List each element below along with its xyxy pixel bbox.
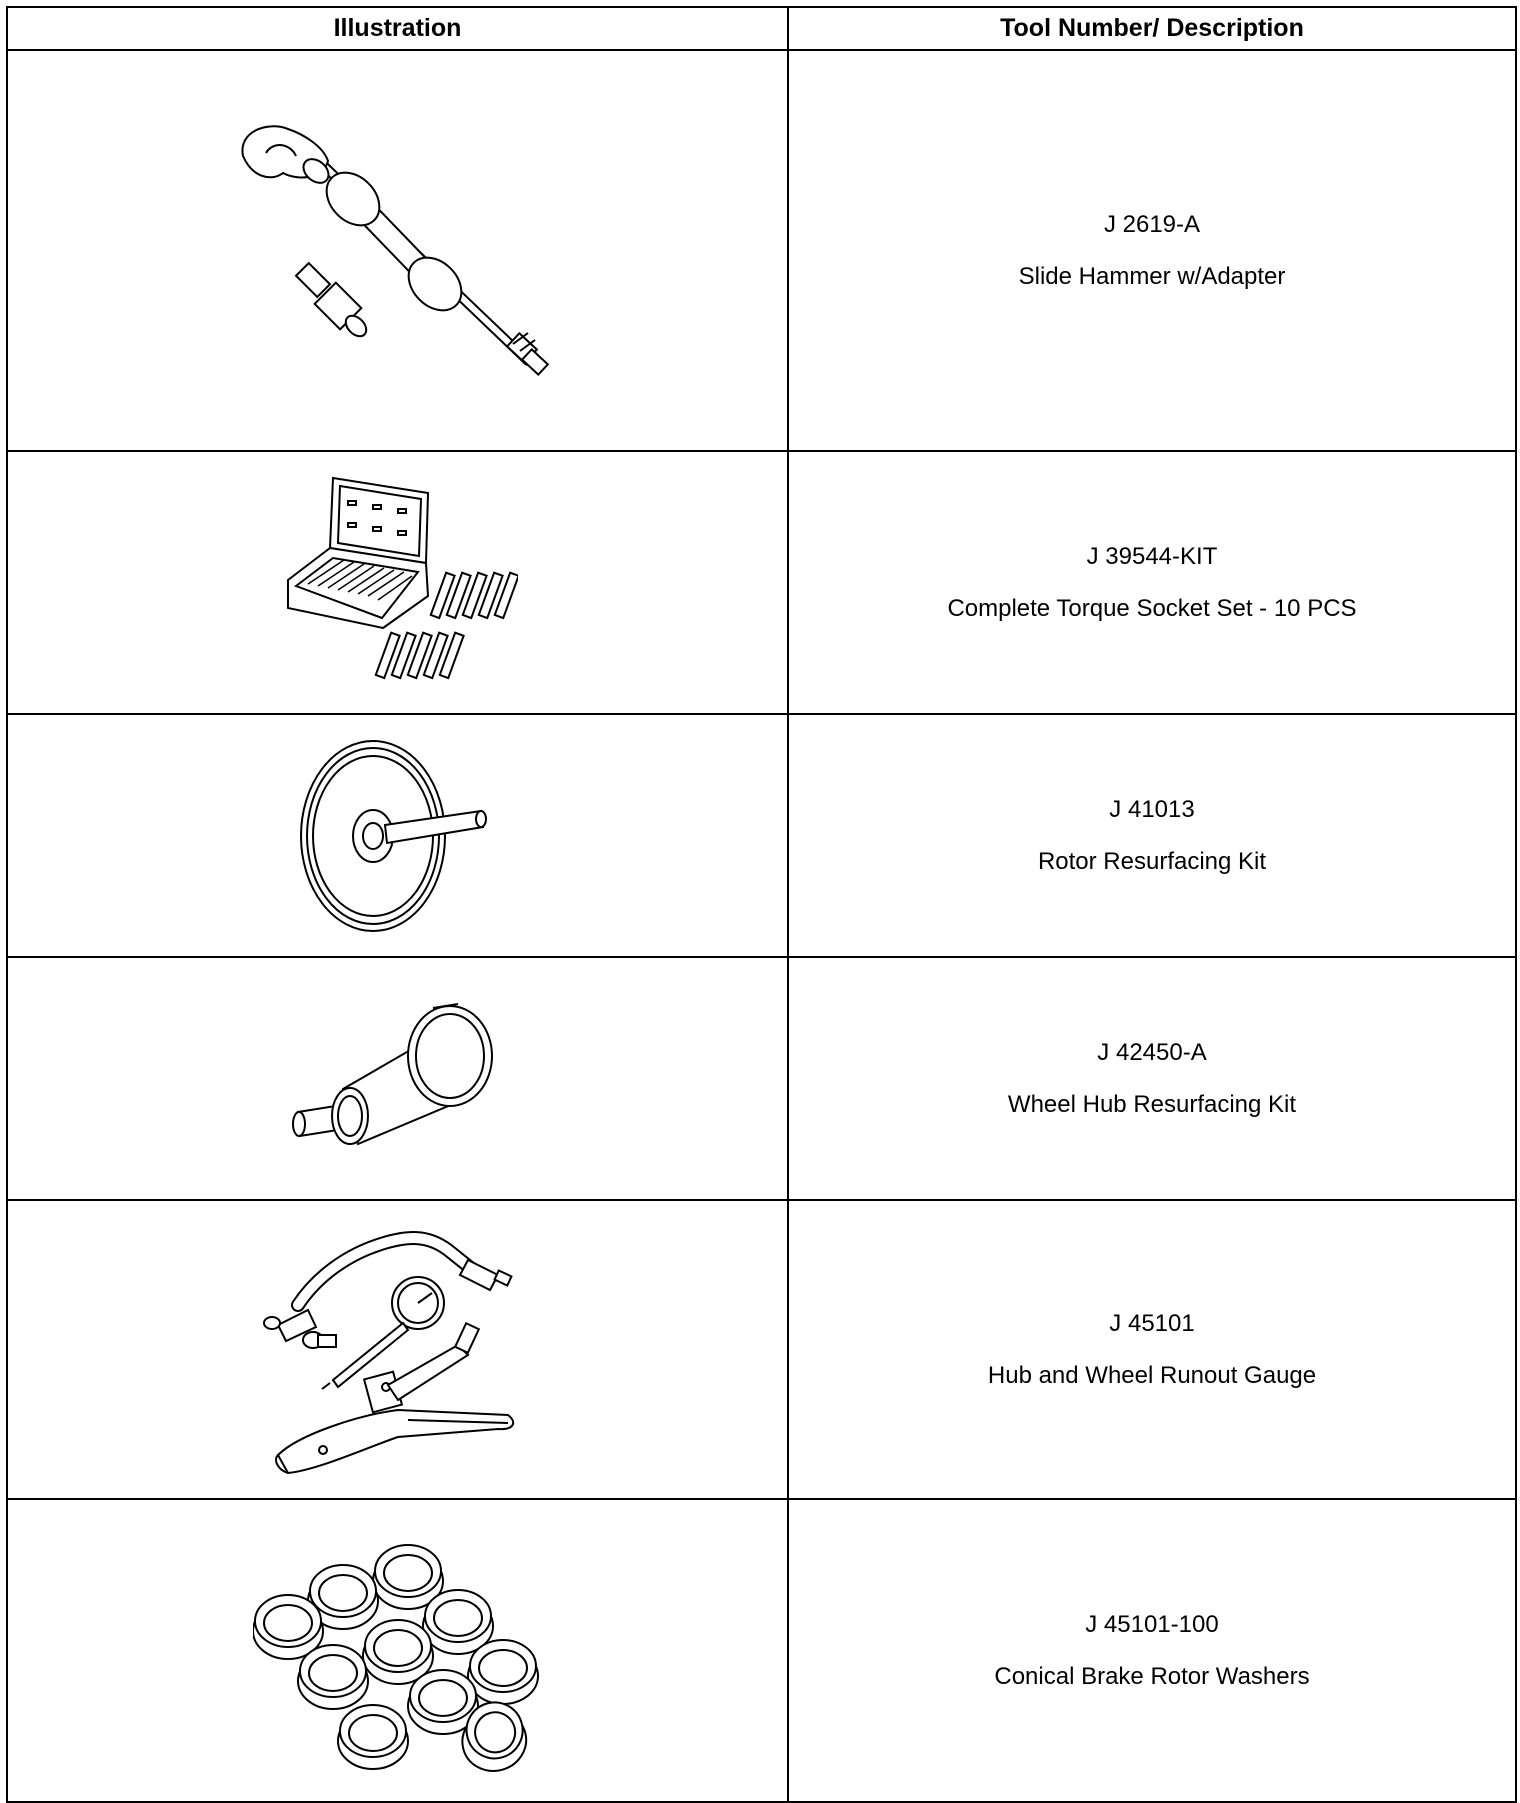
table-row: J 42450-A Wheel Hub Resurfacing Kit xyxy=(6,956,1517,1201)
slide-hammer-icon xyxy=(228,101,568,401)
tool-number: J 2619-A xyxy=(1103,210,1201,238)
illustration-cell xyxy=(6,49,789,452)
tool-description: Rotor Resurfacing Kit xyxy=(1037,847,1267,875)
table-header-row: Illustration Tool Number/ Description xyxy=(6,6,1517,51)
description-cell: J 45101-100 Conical Brake Rotor Washers xyxy=(787,1498,1517,1803)
illustration-cell xyxy=(6,1199,789,1500)
table-row: J 39544-KIT Complete Torque Socket Set -… xyxy=(6,450,1517,715)
rotor-washers-icon xyxy=(253,1521,543,1781)
description-cell: J 45101 Hub and Wheel Runout Gauge xyxy=(787,1199,1517,1500)
tool-number: J 42450-A xyxy=(1097,1038,1207,1066)
header-illustration: Illustration xyxy=(6,6,789,51)
illustration-cell xyxy=(6,956,789,1201)
illustration-cell xyxy=(6,1498,789,1803)
table-row: J 45101-100 Conical Brake Rotor Washers xyxy=(6,1498,1517,1803)
table-row: J 45101 Hub and Wheel Runout Gauge xyxy=(6,1199,1517,1500)
illustration-cell xyxy=(6,450,789,715)
tool-number: J 41013 xyxy=(1109,795,1195,823)
special-tools-table: Illustration Tool Number/ Description xyxy=(6,6,1517,1803)
description-cell: J 41013 Rotor Resurfacing Kit xyxy=(787,713,1517,958)
illustration-cell xyxy=(6,713,789,958)
wheel-hub-resurfacing-icon xyxy=(288,994,508,1164)
tool-number: J 39544-KIT xyxy=(1086,542,1218,570)
tool-number: J 45101-100 xyxy=(1085,1610,1219,1638)
tool-description: Slide Hammer w/Adapter xyxy=(1018,262,1286,290)
table-row: J 41013 Rotor Resurfacing Kit xyxy=(6,713,1517,958)
description-cell: J 42450-A Wheel Hub Resurfacing Kit xyxy=(787,956,1517,1201)
table-row: J 2619-A Slide Hammer w/Adapter xyxy=(6,49,1517,452)
description-cell: J 2619-A Slide Hammer w/Adapter xyxy=(787,49,1517,452)
runout-gauge-icon xyxy=(258,1215,538,1485)
rotor-resurfacing-icon xyxy=(293,731,503,941)
tool-description: Hub and Wheel Runout Gauge xyxy=(987,1361,1317,1389)
tool-number: J 45101 xyxy=(1109,1309,1195,1337)
tool-description: Wheel Hub Resurfacing Kit xyxy=(1007,1090,1297,1118)
header-tool-number: Tool Number/ Description xyxy=(787,6,1517,51)
socket-set-icon xyxy=(278,468,518,698)
tool-description: Complete Torque Socket Set - 10 PCS xyxy=(947,594,1357,622)
description-cell: J 39544-KIT Complete Torque Socket Set -… xyxy=(787,450,1517,715)
tool-description: Conical Brake Rotor Washers xyxy=(994,1662,1310,1690)
